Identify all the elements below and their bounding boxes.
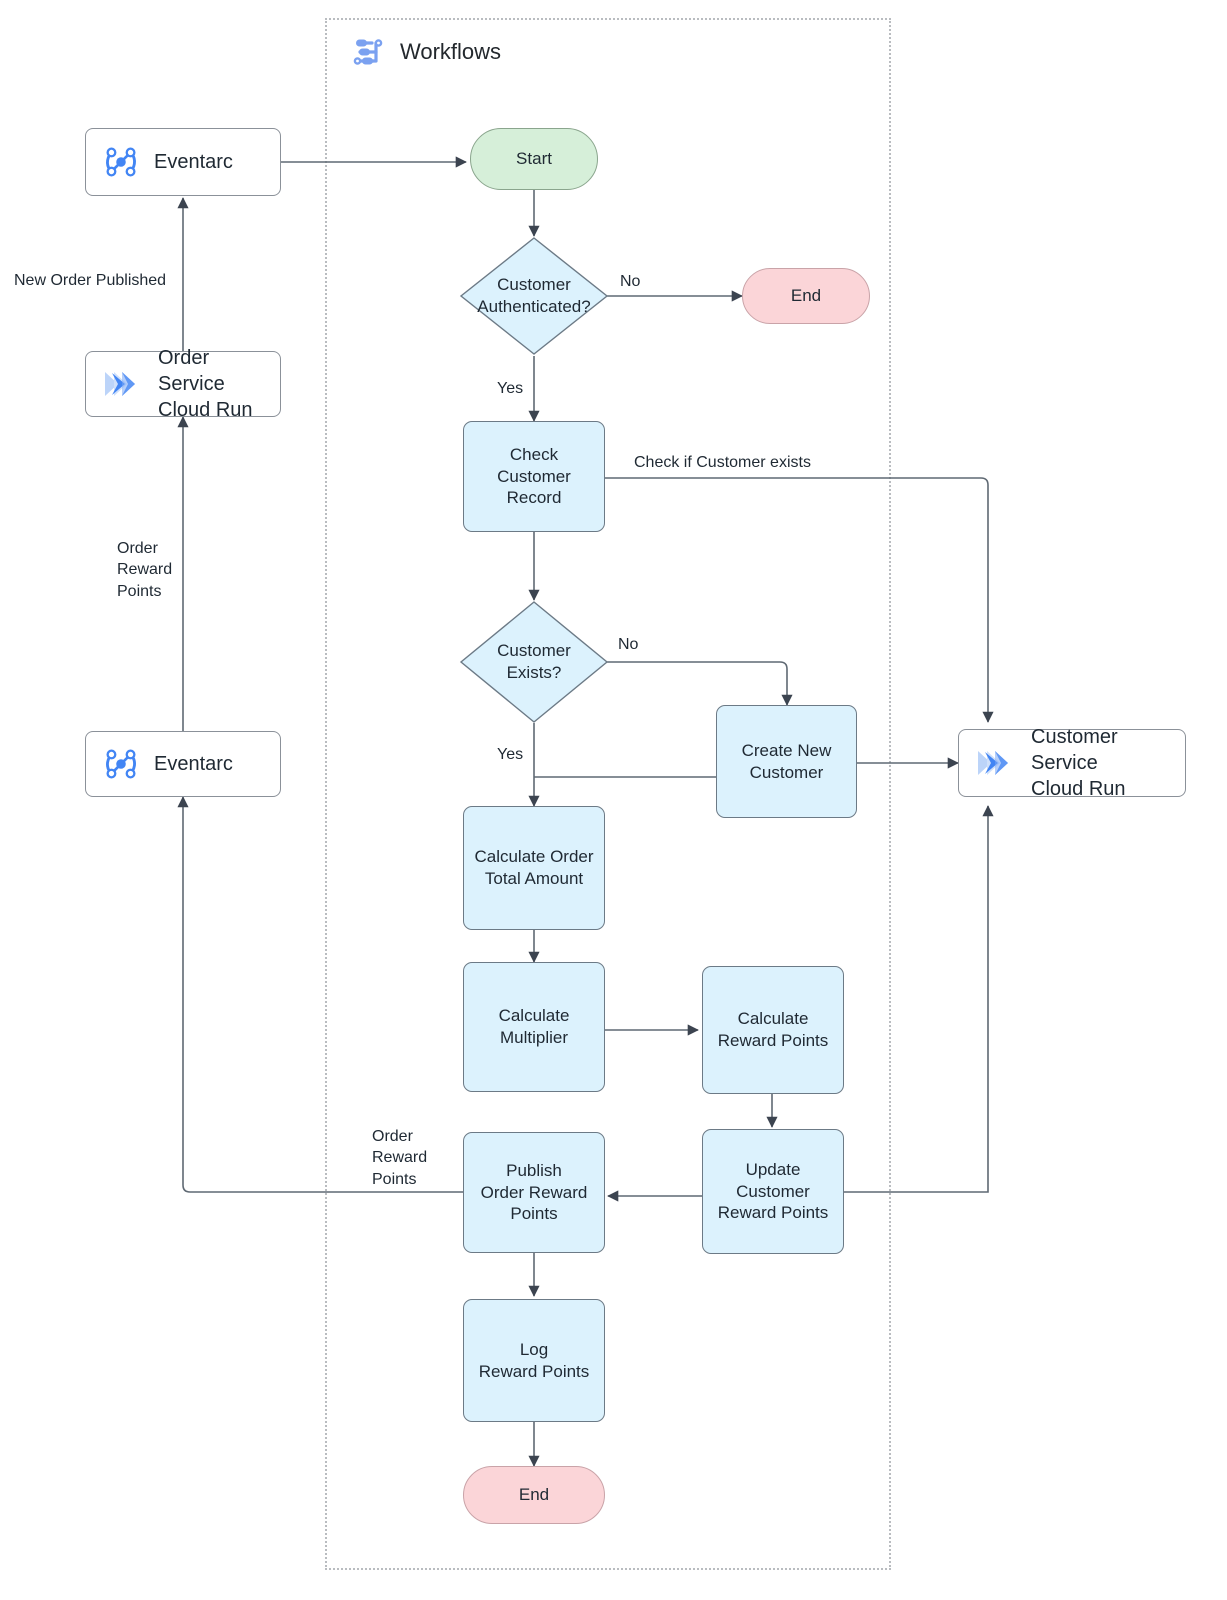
decision-shape [459, 601, 609, 723]
workflows-group-frame [325, 18, 891, 1570]
decision-shape [459, 237, 609, 355]
edge-label-exists-yes: Yes [497, 746, 524, 763]
node-update-customer-reward-points[interactable]: Update Customer Reward Points [702, 1129, 844, 1254]
node-customer-service-cloud-run[interactable]: Customer Service Cloud Run [958, 726, 1186, 800]
node-eventarc-bottom[interactable]: Eventarc [85, 731, 281, 797]
edge-label-order-reward-points-upper: Order Reward Points [117, 540, 173, 600]
node-calculate-multiplier[interactable]: Calculate Multiplier [463, 962, 605, 1092]
node-log-reward-points[interactable]: Log Reward Points [463, 1299, 605, 1422]
node-end-final[interactable]: End [463, 1466, 605, 1524]
node-customer-exists[interactable]: Customer Exists? [459, 600, 609, 724]
node-order-service-label: Order Service Cloud Run [158, 347, 253, 421]
node-end-unauthenticated[interactable]: End [742, 268, 870, 324]
edge-label-check-if-customer-exists: Check if Customer exists [634, 454, 811, 471]
edge-label-auth-yes: Yes [497, 380, 524, 397]
workflows-group-title: Workflows [348, 32, 501, 72]
node-eventarc-bottom-label: Eventarc [154, 753, 233, 775]
node-customer-exists-label: Customer Exists? [497, 641, 571, 682]
node-customer-authenticated[interactable]: Customer Authenticated? [459, 236, 609, 356]
workflows-icon [353, 39, 383, 65]
node-calculate-reward-points[interactable]: Calculate Reward Points [702, 966, 844, 1094]
edge-label-new-order-published: New Order Published [14, 272, 167, 289]
node-start[interactable]: Start [470, 128, 598, 190]
node-eventarc-top-label: Eventarc [154, 151, 233, 173]
edge-label-exists-no: No [618, 636, 639, 653]
node-customer-service-label: Customer Service Cloud Run [1031, 726, 1126, 800]
workflows-group-label: Workflows [400, 39, 502, 64]
edge-label-order-reward-points-lower: Order Reward Points [372, 1128, 428, 1188]
node-eventarc-top[interactable]: Eventarc [85, 128, 281, 196]
cloud-run-icon [978, 751, 1008, 775]
node-create-new-customer[interactable]: Create New Customer [716, 705, 857, 818]
edge-label-auth-no: No [620, 273, 641, 290]
node-check-customer-record[interactable]: Check Customer Record [463, 421, 605, 532]
node-customer-authenticated-label: Customer Authenticated? [477, 275, 591, 316]
eventarc-icon [106, 749, 136, 779]
node-order-service-cloud-run[interactable]: Order Service Cloud Run [85, 347, 281, 421]
node-calculate-order-total[interactable]: Calculate Order Total Amount [463, 806, 605, 930]
eventarc-icon [106, 147, 136, 177]
node-publish-order-reward-points[interactable]: Publish Order Reward Points [463, 1132, 605, 1253]
cloud-run-icon [105, 372, 135, 396]
